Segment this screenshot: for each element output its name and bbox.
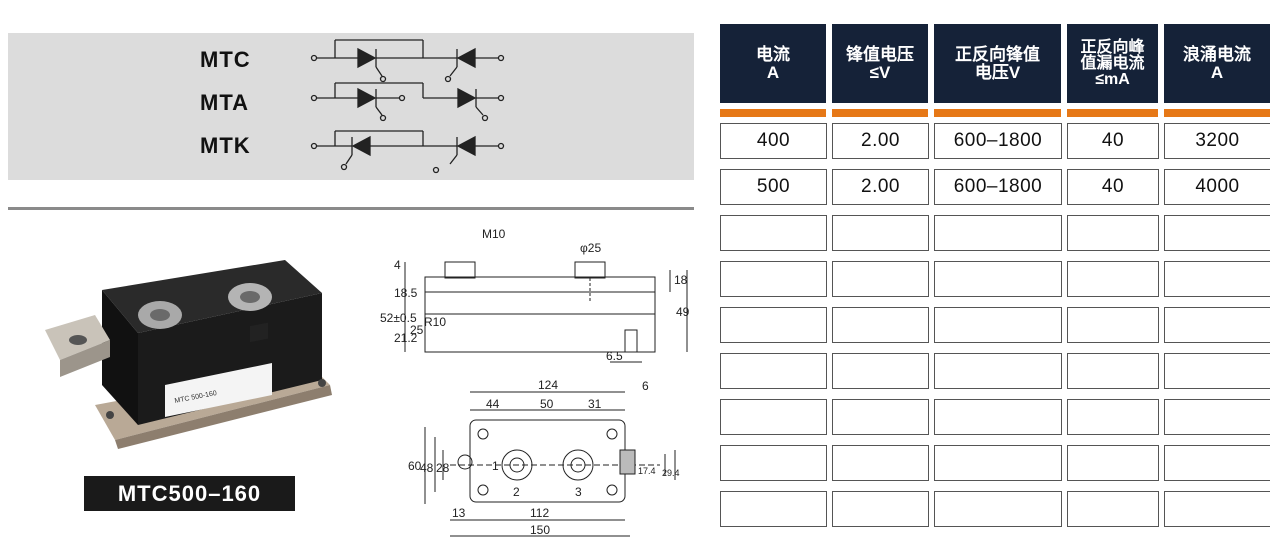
table-cell [720,307,827,343]
table-cell [1067,445,1159,481]
dim-29-4: 29.4 [662,468,680,478]
table-cell [832,399,929,435]
terminal-2: 2 [513,485,520,499]
table-cell: 2.00 [832,123,929,159]
table-cell [1164,491,1270,527]
table-cell [832,491,929,527]
thyristor-symbols-diagram [310,39,505,174]
dim-49: 49 [676,305,690,319]
dim-17-4: 17.4 [638,466,656,476]
accent-bar [1067,109,1158,117]
table-cell [934,399,1062,435]
table-cell [832,353,929,389]
table-cell [1164,215,1270,251]
table-cell [934,215,1062,251]
dim-6-5: 6.5 [606,349,623,363]
table-cell [1164,445,1270,481]
table-cell [720,445,827,481]
table-cell [1164,307,1270,343]
accent-bar [832,109,928,117]
module-product-image: MTC 500-160 [45,260,332,449]
dim-r10: R10 [424,315,446,329]
table-cell: 500 [720,169,827,205]
terminal-3: 3 [575,485,582,499]
mta-symbol [310,82,505,122]
table-cell [1164,261,1270,297]
table-cell [934,491,1062,527]
table-cell [1067,261,1159,297]
header-fwd-rev-peak-voltage: 正反向锋值电压V [934,24,1061,103]
dim-60: 60 [408,459,422,473]
table-cell: 4000 [1164,169,1270,205]
table-cell [1164,353,1270,389]
dim-48: 48 [420,461,434,475]
dim-18: 18 [674,273,688,287]
table-cell [832,307,929,343]
dim-150: 150 [530,523,550,537]
dim-112: 112 [530,506,549,520]
table-cell [1067,307,1159,343]
table-cell [1067,399,1159,435]
table-cell: 600–1800 [934,123,1062,159]
table-cell [1067,353,1159,389]
dim-6: 6 [642,379,649,393]
table-cell: 40 [1067,123,1159,159]
table-cell [832,261,929,297]
model-number-label: MTC500–160 [84,476,295,511]
dim-52: 52±0.5 [380,311,417,325]
table-cell [934,261,1062,297]
dim-21-2: 21.2 [394,331,418,345]
mtk-symbol [310,130,505,174]
table-cell [720,261,827,297]
dim-4: 4 [394,258,401,272]
table-cell: 400 [720,123,827,159]
table-cell [832,445,929,481]
dim-28: 28 [436,461,450,475]
dim-m10: M10 [482,227,506,241]
dim-124: 124 [538,378,558,392]
dim-phi25: φ25 [580,241,601,255]
table-cell [934,445,1062,481]
table-cell: 2.00 [832,169,929,205]
mtc-symbol [310,39,505,83]
table-cell [720,353,827,389]
table-cell [1067,491,1159,527]
section-divider [8,207,694,210]
table-cell [720,491,827,527]
type-label-mtk: MTK [200,133,251,158]
terminal-1: 1 [492,459,499,473]
table-cell [1067,215,1159,251]
accent-bar [720,109,826,117]
dim-25: 25 [410,323,424,337]
table-cell [720,399,827,435]
header-leakage-current: 正反向峰值漏电流≤mA [1067,24,1158,103]
table-cell: 3200 [1164,123,1270,159]
accent-bar [934,109,1061,117]
header-peak-voltage: 锋值电压≤V [832,24,928,103]
dim-13: 13 [452,506,466,520]
type-label-mta: MTA [200,90,250,115]
table-cell [934,353,1062,389]
dim-44: 44 [486,397,500,411]
dimension-drawing: M10 φ25 4 18.5 52±0.5 21.2 25 R10 18 49 … [380,227,690,537]
dim-50: 50 [540,397,554,411]
table-cell: 600–1800 [934,169,1062,205]
table-cell [934,307,1062,343]
table-cell [720,215,827,251]
table-cell: 40 [1067,169,1159,205]
accent-bar [1164,109,1270,117]
dim-31: 31 [588,397,602,411]
dim-18-5: 18.5 [394,286,418,300]
type-label-mtc: MTC [200,47,251,72]
table-cell [1164,399,1270,435]
table-cell [832,215,929,251]
